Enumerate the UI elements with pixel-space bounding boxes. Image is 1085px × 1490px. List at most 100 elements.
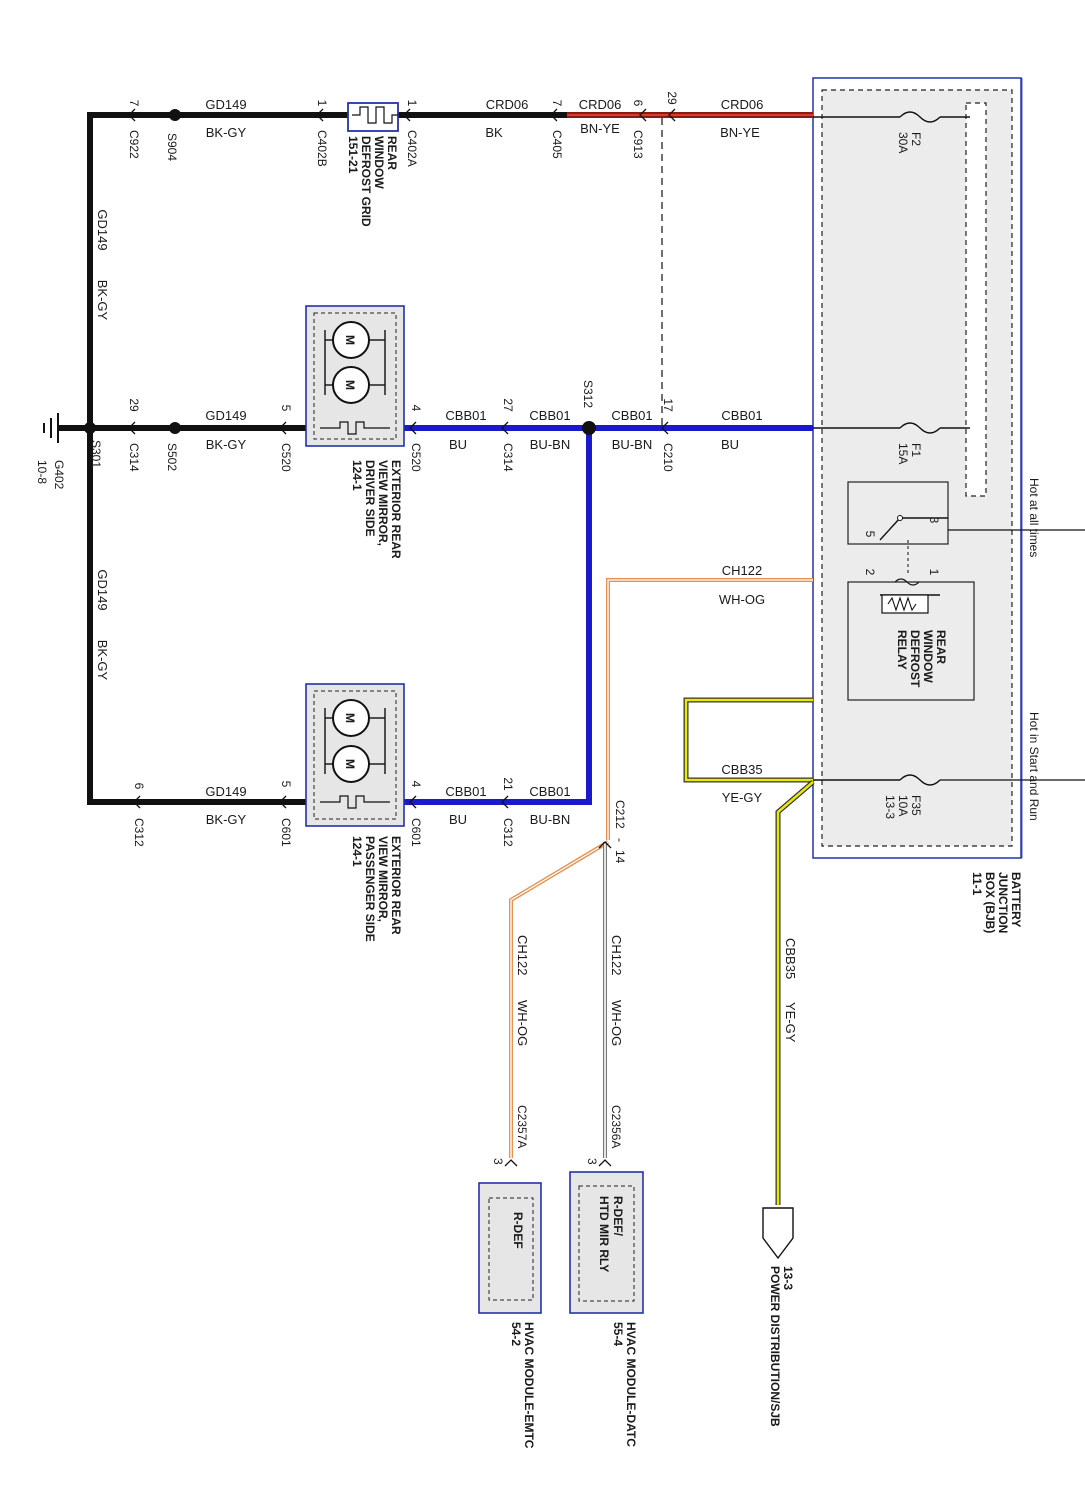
conn-c2357a: C2357A xyxy=(515,1105,529,1148)
color-yegy-top: YE-GY xyxy=(722,790,763,805)
bjb-label: BATTERY JUNCTION BOX (BJB) 11-1 xyxy=(970,872,1023,933)
mirror-driver-line-1: EXTERIOR REAR xyxy=(389,460,403,559)
pin-c402a: 1 xyxy=(405,100,419,107)
pin-c405: 7 xyxy=(550,100,564,107)
wire-cbb01-e: CBB01 xyxy=(445,784,486,799)
rear-grid-line-4: 151-21 xyxy=(346,136,360,174)
conn-c402b: C402B xyxy=(315,130,329,167)
splice-s502 xyxy=(169,422,181,434)
rear-grid-label: REAR WINDOW DEFROST GRID 151-21 xyxy=(346,136,399,227)
conn-c2356a: C2356A xyxy=(609,1105,623,1148)
splice-s904-label: S904 xyxy=(165,133,179,161)
color-bkgy-bot: BK-GY xyxy=(206,812,247,827)
fuse-f35-rating: 10A xyxy=(896,795,910,816)
mirror-pass-motor-2: M xyxy=(343,759,357,769)
pin-c402b: 1 xyxy=(315,100,329,107)
color-whog-datc: WH-OG xyxy=(609,1000,624,1046)
wire-cbb01-b: CBB01 xyxy=(529,408,570,423)
color-bkgy-mid: BK-GY xyxy=(206,437,247,452)
relay-line-1: REAR xyxy=(934,630,948,664)
label-layer: 7 C922 S904 GD149 BK-GY 1 C402B 1 C402A … xyxy=(35,91,1041,1448)
pin-c210: 17 xyxy=(661,398,675,412)
rear-defrost-grid-symbol xyxy=(347,102,399,132)
relay-pin-1: 1 xyxy=(927,569,941,576)
relay-pin-2: 2 xyxy=(863,569,877,576)
ground-symbol-icon xyxy=(43,413,59,443)
wire-ch122-top: CH122 xyxy=(722,563,762,578)
splice-s301 xyxy=(84,422,96,434)
pin-c212: 14 xyxy=(613,850,627,864)
ground-g402: G402 xyxy=(52,460,66,490)
mirror-driver-motor-1: M xyxy=(343,335,357,345)
hvac-datc-inner: R-DEF/ HTD MIR RLY xyxy=(597,1196,625,1272)
conn-c402a: C402A xyxy=(405,130,419,167)
color-bk: BK xyxy=(485,125,503,140)
fuse-f1-rating: 15A xyxy=(896,443,910,464)
mirror-passenger-side-box xyxy=(305,683,405,827)
fuse-f2-id: F2 xyxy=(909,132,923,146)
rear-grid-line-2: WINDOW xyxy=(372,136,386,189)
pin-c312-l: 6 xyxy=(132,783,146,790)
hvac-emtc-label: HVAC MODULE-EMTC 54-2 xyxy=(509,1322,536,1449)
wire-ch122-datc: CH122 xyxy=(609,935,624,975)
fuse-f1-id: F1 xyxy=(909,443,923,457)
hvac-datc-label: HVAC MODULE-DATC 55-4 xyxy=(611,1322,638,1447)
wire-cbb35-top: CBB35 xyxy=(721,762,762,777)
pdist-line-2: POWER DISTRIBUTION/SJB xyxy=(768,1266,782,1427)
ground-wires xyxy=(58,112,567,805)
mirror-pass-label: EXTERIOR REAR VIEW MIRROR, PASSENGER SID… xyxy=(350,836,403,942)
color-bkgy-top: BK-GY xyxy=(206,125,247,140)
color-bkgy-left2: BK-GY xyxy=(95,640,110,681)
hvac-emtc-box xyxy=(478,1182,542,1314)
wire-crd06-c: CRD06 xyxy=(721,97,764,112)
color-bnye-b: BN-YE xyxy=(580,121,620,136)
pin-c520-r: 4 xyxy=(409,405,423,412)
relay-line-3: DEFROST xyxy=(908,630,922,688)
wire-ch122-emtc: CH122 xyxy=(515,935,530,975)
battery-junction-box xyxy=(812,77,1085,859)
conn-c405: C405 xyxy=(550,130,564,159)
color-bnye-c: BN-YE xyxy=(720,125,760,140)
blue-wires xyxy=(398,425,813,805)
splice-s301-label: S301 xyxy=(89,440,103,468)
mirror-pass-line-3: PASSENGER SIDE xyxy=(363,836,377,942)
wire-gd149-bot: GD149 xyxy=(205,784,246,799)
conn-c922: C922 xyxy=(127,130,141,159)
hot-at-all-times: Hot at all times xyxy=(1027,478,1041,557)
conn-c314-mid: C314 xyxy=(501,443,515,472)
hvac-datc-inner-2: HTD MIR RLY xyxy=(597,1196,611,1272)
ground-ref: 10-8 xyxy=(35,460,49,484)
pdist-line-1: 13-3 xyxy=(781,1266,795,1290)
pin-c913: 6 xyxy=(631,100,645,107)
relay-pin-3: 3 xyxy=(927,517,941,524)
hvac-datc-inner-1: R-DEF/ xyxy=(611,1196,625,1237)
wire-cbb01-f: CBB01 xyxy=(529,784,570,799)
cbb35-wire xyxy=(683,697,815,1205)
conn-c312-l: C312 xyxy=(132,818,146,847)
color-bu-d: BU xyxy=(721,437,739,452)
splice-s904 xyxy=(169,109,181,121)
conn-c210: C210 xyxy=(661,443,675,472)
relay-line-2: WINDOW xyxy=(921,630,935,683)
hvac-emtc-line-1: HVAC MODULE-EMTC xyxy=(522,1322,536,1449)
pin-c601-l: 5 xyxy=(279,781,293,788)
mirror-driver-motor-2: M xyxy=(343,380,357,390)
mirror-driver-line-3: DRIVER SIDE xyxy=(363,460,377,537)
hvac-datc-line-1: HVAC MODULE-DATC xyxy=(624,1322,638,1447)
hvac-datc-line-2: 55-4 xyxy=(611,1322,625,1346)
wire-gd149-left1: GD149 xyxy=(95,209,110,250)
pin-c520-l: 5 xyxy=(279,405,293,412)
mirror-pass-line-2: VIEW MIRROR, xyxy=(376,836,390,922)
power-distribution-label: 13-3 POWER DISTRIBUTION/SJB xyxy=(768,1266,795,1427)
wire-gd149-top: GD149 xyxy=(205,97,246,112)
conn-c312-r: C312 xyxy=(501,818,515,847)
conn-c601-l: C601 xyxy=(279,818,293,847)
hvac-emtc-inner: R-DEF xyxy=(511,1212,525,1249)
wire-cbb01-d: CBB01 xyxy=(721,408,762,423)
splice-s502-label: S502 xyxy=(165,443,179,471)
pin-c2356a: 3 xyxy=(585,1158,599,1165)
mirror-driver-line-4: 124-1 xyxy=(350,460,364,491)
conn-c314-left: C314 xyxy=(127,443,141,472)
relay-pin-5: 5 xyxy=(863,531,877,538)
conn-c913: C913 xyxy=(631,130,645,159)
